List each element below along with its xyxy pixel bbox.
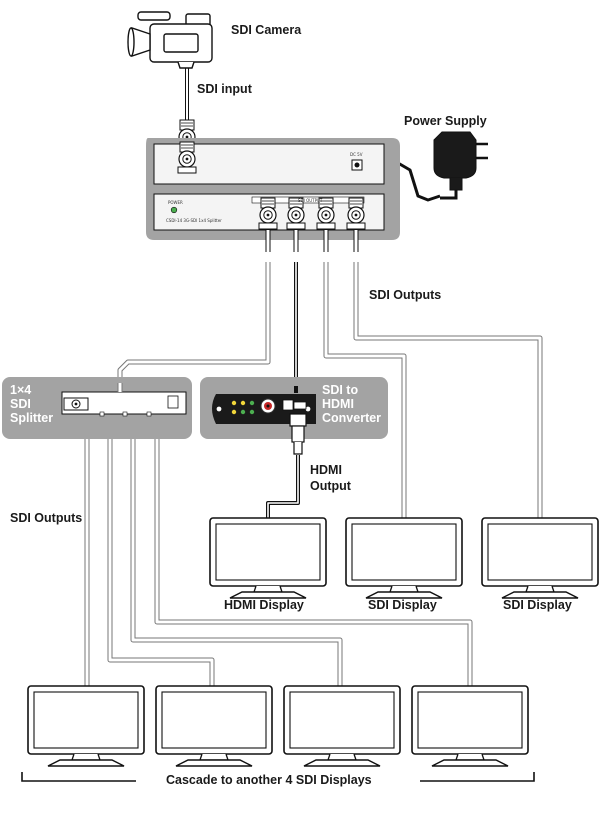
- cascade-display-3-monitor-icon: [283, 685, 401, 767]
- cascade-cable-3: [130, 412, 343, 686]
- cascade-display-2-monitor-icon: [155, 685, 273, 767]
- small-splitter-device: [2, 377, 192, 439]
- sdi-outputs-left-label: SDI Outputs: [10, 511, 83, 525]
- cables: [84, 62, 543, 686]
- splitter-title: 1×4 SDI Splitter: [10, 383, 62, 425]
- converter-title-line-3: Converter: [322, 411, 382, 425]
- sdi-outputs-top-label: SDI Outputs: [369, 288, 442, 302]
- power-led-label: POWER: [168, 200, 183, 205]
- converter-title: SDI to HDMI Converter: [322, 383, 386, 425]
- hdmi-display-label: HDMI Display: [224, 598, 304, 612]
- sdi-display-1-label: SDI Display: [368, 598, 437, 612]
- dc-input-label: DC 5V: [350, 152, 363, 157]
- cascade-cable-2: [107, 412, 215, 686]
- power-supply-icon: [433, 131, 488, 200]
- cascade-display-4-monitor-icon: [411, 685, 529, 767]
- hdmi-converter-device: [200, 377, 388, 439]
- converter-title-line-1: SDI to: [322, 383, 359, 397]
- hdmi-plug-icon: [289, 413, 307, 455]
- hdmi-output-label: HDMI Output: [310, 462, 351, 494]
- sdi-output-header-label: SDI OUTPUT: [298, 198, 323, 203]
- power-supply-label: Power Supply: [404, 114, 487, 128]
- sdi-camera-label: SDI Camera: [231, 23, 302, 37]
- cascade-cable-4: [154, 412, 473, 686]
- hdmi-output-label-line-1: HDMI: [310, 463, 342, 477]
- converter-title-line-2: HDMI: [322, 397, 354, 411]
- splitter-title-line-3: Splitter: [10, 411, 54, 425]
- splitter-title-line-1: 1×4: [10, 383, 32, 397]
- output-cable-4: [353, 262, 543, 518]
- hdmi-output-label-line-2: Output: [310, 479, 351, 493]
- sdi-output-port-4-icon: [346, 197, 366, 230]
- sdi-display-2-monitor-icon: [481, 517, 599, 599]
- output-cable-3: [323, 262, 407, 518]
- cascade-label: Cascade to another 4 SDI Displays: [166, 773, 372, 787]
- device-model-label: CSDI-14 3G-SDI 1x4 Splitter: [166, 218, 222, 223]
- cascade-bracket: [21, 772, 535, 782]
- sdi-display-1-monitor-icon: [345, 517, 463, 599]
- sdi-input-label: SDI input: [197, 82, 252, 96]
- output-cable-1: [117, 262, 271, 383]
- splitter-title-line-2: SDI: [10, 397, 31, 411]
- cascade-display-1-monitor-icon: [27, 685, 145, 767]
- sdi-camera-icon: [127, 11, 213, 69]
- hdmi-display-monitor-icon: [209, 517, 327, 599]
- sdi-display-2-label: SDI Display: [503, 598, 572, 612]
- hdmi-output-cable: [266, 455, 300, 518]
- device-input-port-icon: [177, 141, 197, 174]
- sdi-output-port-1-icon: [258, 197, 278, 230]
